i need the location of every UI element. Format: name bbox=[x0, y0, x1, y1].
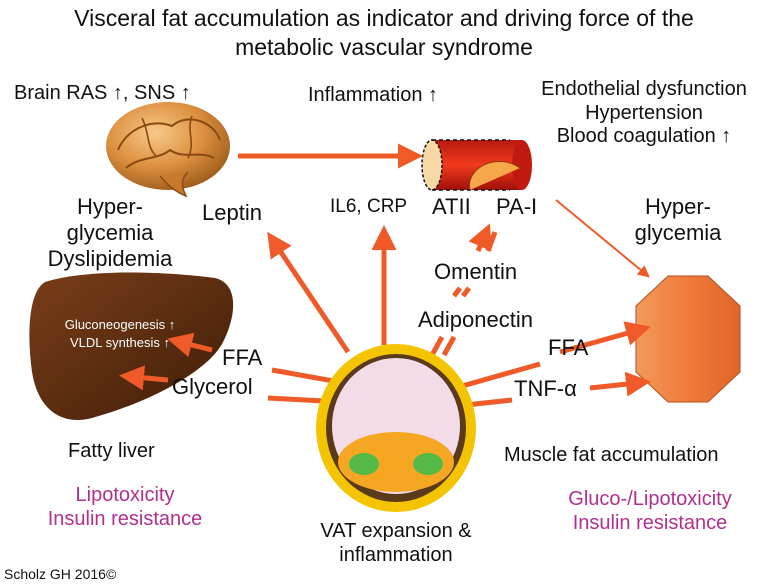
hyperglycemia-dyslipidemia-label: Hyper- glycemia Dyslipidemia bbox=[20, 194, 200, 272]
hyperglycemia-right-label: Hyper- glycemia bbox=[618, 194, 738, 246]
gluco-lipotoxicity-line-2: Insulin resistance bbox=[572, 511, 728, 534]
arrow-to-ffa-left bbox=[167, 332, 213, 357]
il6-crp-label: IL6, CRP bbox=[330, 196, 408, 217]
arrow-to-leptin bbox=[267, 231, 351, 354]
hyperglycemia-right-line-2: glycemia bbox=[634, 219, 722, 245]
muscle-icon bbox=[635, 275, 741, 403]
hyperglycemia-right-line-1: Hyper- bbox=[644, 194, 711, 219]
brain-label: Brain RAS ↑, SNS ↑ bbox=[14, 82, 191, 104]
pai-label: PA-I bbox=[496, 194, 538, 219]
endothelial-line-3: Blood coagulation ↑ bbox=[556, 125, 732, 148]
title-line-2: metabolic vascular syndrome bbox=[235, 33, 533, 60]
brain-icon bbox=[106, 102, 230, 198]
vat-expansion-line-1: VAT expansion & bbox=[320, 520, 472, 542]
arrows bbox=[119, 143, 651, 413]
endothelial-line-2: Hypertension bbox=[585, 101, 703, 124]
credit-label: Scholz GH 2016© bbox=[4, 566, 117, 582]
blood-vessel-icon bbox=[421, 139, 532, 191]
gluconeogenesis-label: Gluconeogenesis ↑ bbox=[64, 317, 176, 332]
dashes-adiponectin bbox=[429, 335, 457, 357]
leptin-label: Leptin bbox=[202, 200, 262, 225]
endothelial-label: Endothelial dysfunction Hypertension Blo… bbox=[520, 78, 768, 149]
lipotoxicity-line-1: Lipotoxicity bbox=[75, 484, 175, 506]
arrow-to-ffa-right bbox=[559, 321, 651, 355]
ffa-left-label: FFA bbox=[222, 345, 263, 370]
page-title: Visceral fat accumulation as indicator a… bbox=[0, 4, 768, 62]
omentin-label: Omentin bbox=[434, 259, 518, 284]
fatty-liver-label: Fatty liver bbox=[68, 440, 155, 462]
dashes-omentin bbox=[452, 286, 471, 298]
lipotoxicity-line-2: Insulin resistance bbox=[47, 507, 203, 530]
arrow-vessel-to-muscle bbox=[555, 199, 650, 278]
title-line-1: Visceral fat accumulation as indicator a… bbox=[74, 5, 694, 31]
arrow-to-tnf bbox=[589, 371, 651, 397]
ffa-right-label: FFA bbox=[548, 335, 589, 360]
arrow-to-glycerol bbox=[119, 365, 169, 391]
vat-expansion-label: VAT expansion & inflammation bbox=[296, 520, 496, 567]
adipocyte-icon bbox=[316, 344, 476, 512]
gluco-lipotoxicity-label: Gluco-/Lipotoxicity Insulin resistance bbox=[540, 488, 760, 535]
gluco-lipotoxicity-line-1: Gluco-/Lipotoxicity bbox=[568, 488, 732, 510]
endothelial-line-1: Endothelial dysfunction bbox=[541, 78, 747, 100]
vldl-synthesis-label: VLDL synthesis ↑ bbox=[70, 334, 170, 350]
tnf-alpha-label: TNF-α bbox=[514, 376, 577, 401]
vat-expansion-line-2: inflammation bbox=[339, 543, 453, 566]
atii-label: ATII bbox=[432, 194, 471, 219]
arrow-to-pai bbox=[485, 231, 498, 252]
liver-process-label: Gluconeogenesis ↑ VLDL synthesis ↑ bbox=[30, 316, 210, 351]
muscle-fat-label: Muscle fat accumulation bbox=[504, 444, 719, 466]
hyperglycemia-left-line-1: Hyper- bbox=[76, 194, 143, 219]
adiponectin-label: Adiponectin bbox=[418, 307, 533, 332]
liver-icon bbox=[29, 272, 234, 421]
hyperglycemia-left-line-2: glycemia bbox=[66, 219, 154, 245]
glycerol-label: Glycerol bbox=[172, 374, 253, 399]
hyperglycemia-left-line-3: Dyslipidemia bbox=[47, 245, 173, 271]
lipotoxicity-label: Lipotoxicity Insulin resistance bbox=[20, 484, 230, 531]
inflammation-label: Inflammation ↑ bbox=[308, 84, 439, 106]
arrow-to-atii bbox=[468, 223, 492, 252]
